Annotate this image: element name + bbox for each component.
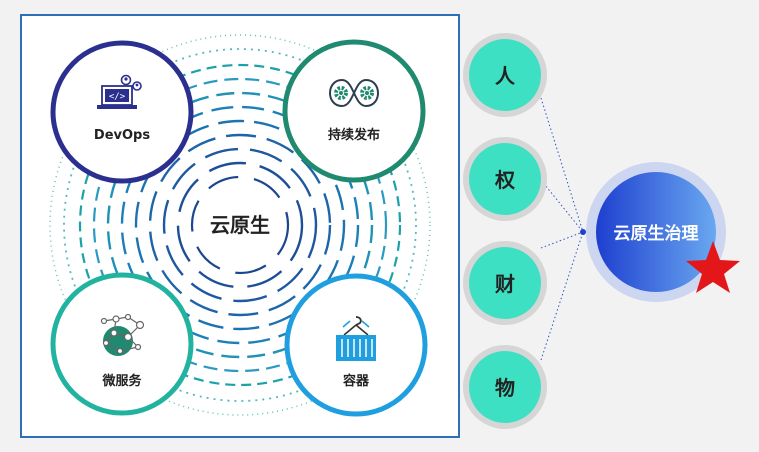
svg-text:</>: </> — [109, 92, 126, 102]
connector-junction — [580, 229, 586, 235]
quadrant-containers[interactable]: 容器 — [284, 273, 428, 417]
dimension-label-ren: 人 — [495, 64, 516, 88]
center-rings — [49, 34, 431, 416]
quadrant-devops[interactable]: </> DevOps — [50, 40, 194, 184]
quadrant-label-containers: 容器 — [342, 373, 370, 389]
quadrant-label-microservices: 微服务 — [101, 373, 142, 389]
dimension-node-ren[interactable]: 人 — [463, 33, 547, 117]
dimension-label-cai: 财 — [495, 272, 515, 296]
quadrant-label-devops: DevOps — [94, 128, 150, 143]
dimension-node-quan[interactable]: 权 — [463, 137, 547, 221]
governance-label: 云原生治理 — [614, 223, 699, 244]
center-label: 云原生 — [210, 213, 270, 237]
governance-node[interactable]: 云原生治理 — [586, 162, 726, 302]
star-icon — [686, 241, 740, 293]
center-hub — [200, 185, 280, 265]
quadrant-continuous-delivery[interactable]: 持续发布 — [282, 39, 426, 183]
dimension-label-quan: 权 — [494, 168, 516, 192]
network-nodes-icon — [100, 313, 145, 356]
quadrant-microservices[interactable]: 微服务 — [50, 272, 194, 416]
gears-infinity-icon — [329, 78, 379, 108]
laptop-code-icon: </> — [97, 74, 142, 109]
dimension-node-wu[interactable]: 物 — [463, 345, 547, 429]
dimension-node-cai[interactable]: 财 — [463, 241, 547, 325]
quadrant-label-continuous-delivery: 持续发布 — [328, 127, 380, 143]
container-crane-icon — [336, 316, 376, 361]
dimension-label-wu: 物 — [495, 376, 515, 400]
